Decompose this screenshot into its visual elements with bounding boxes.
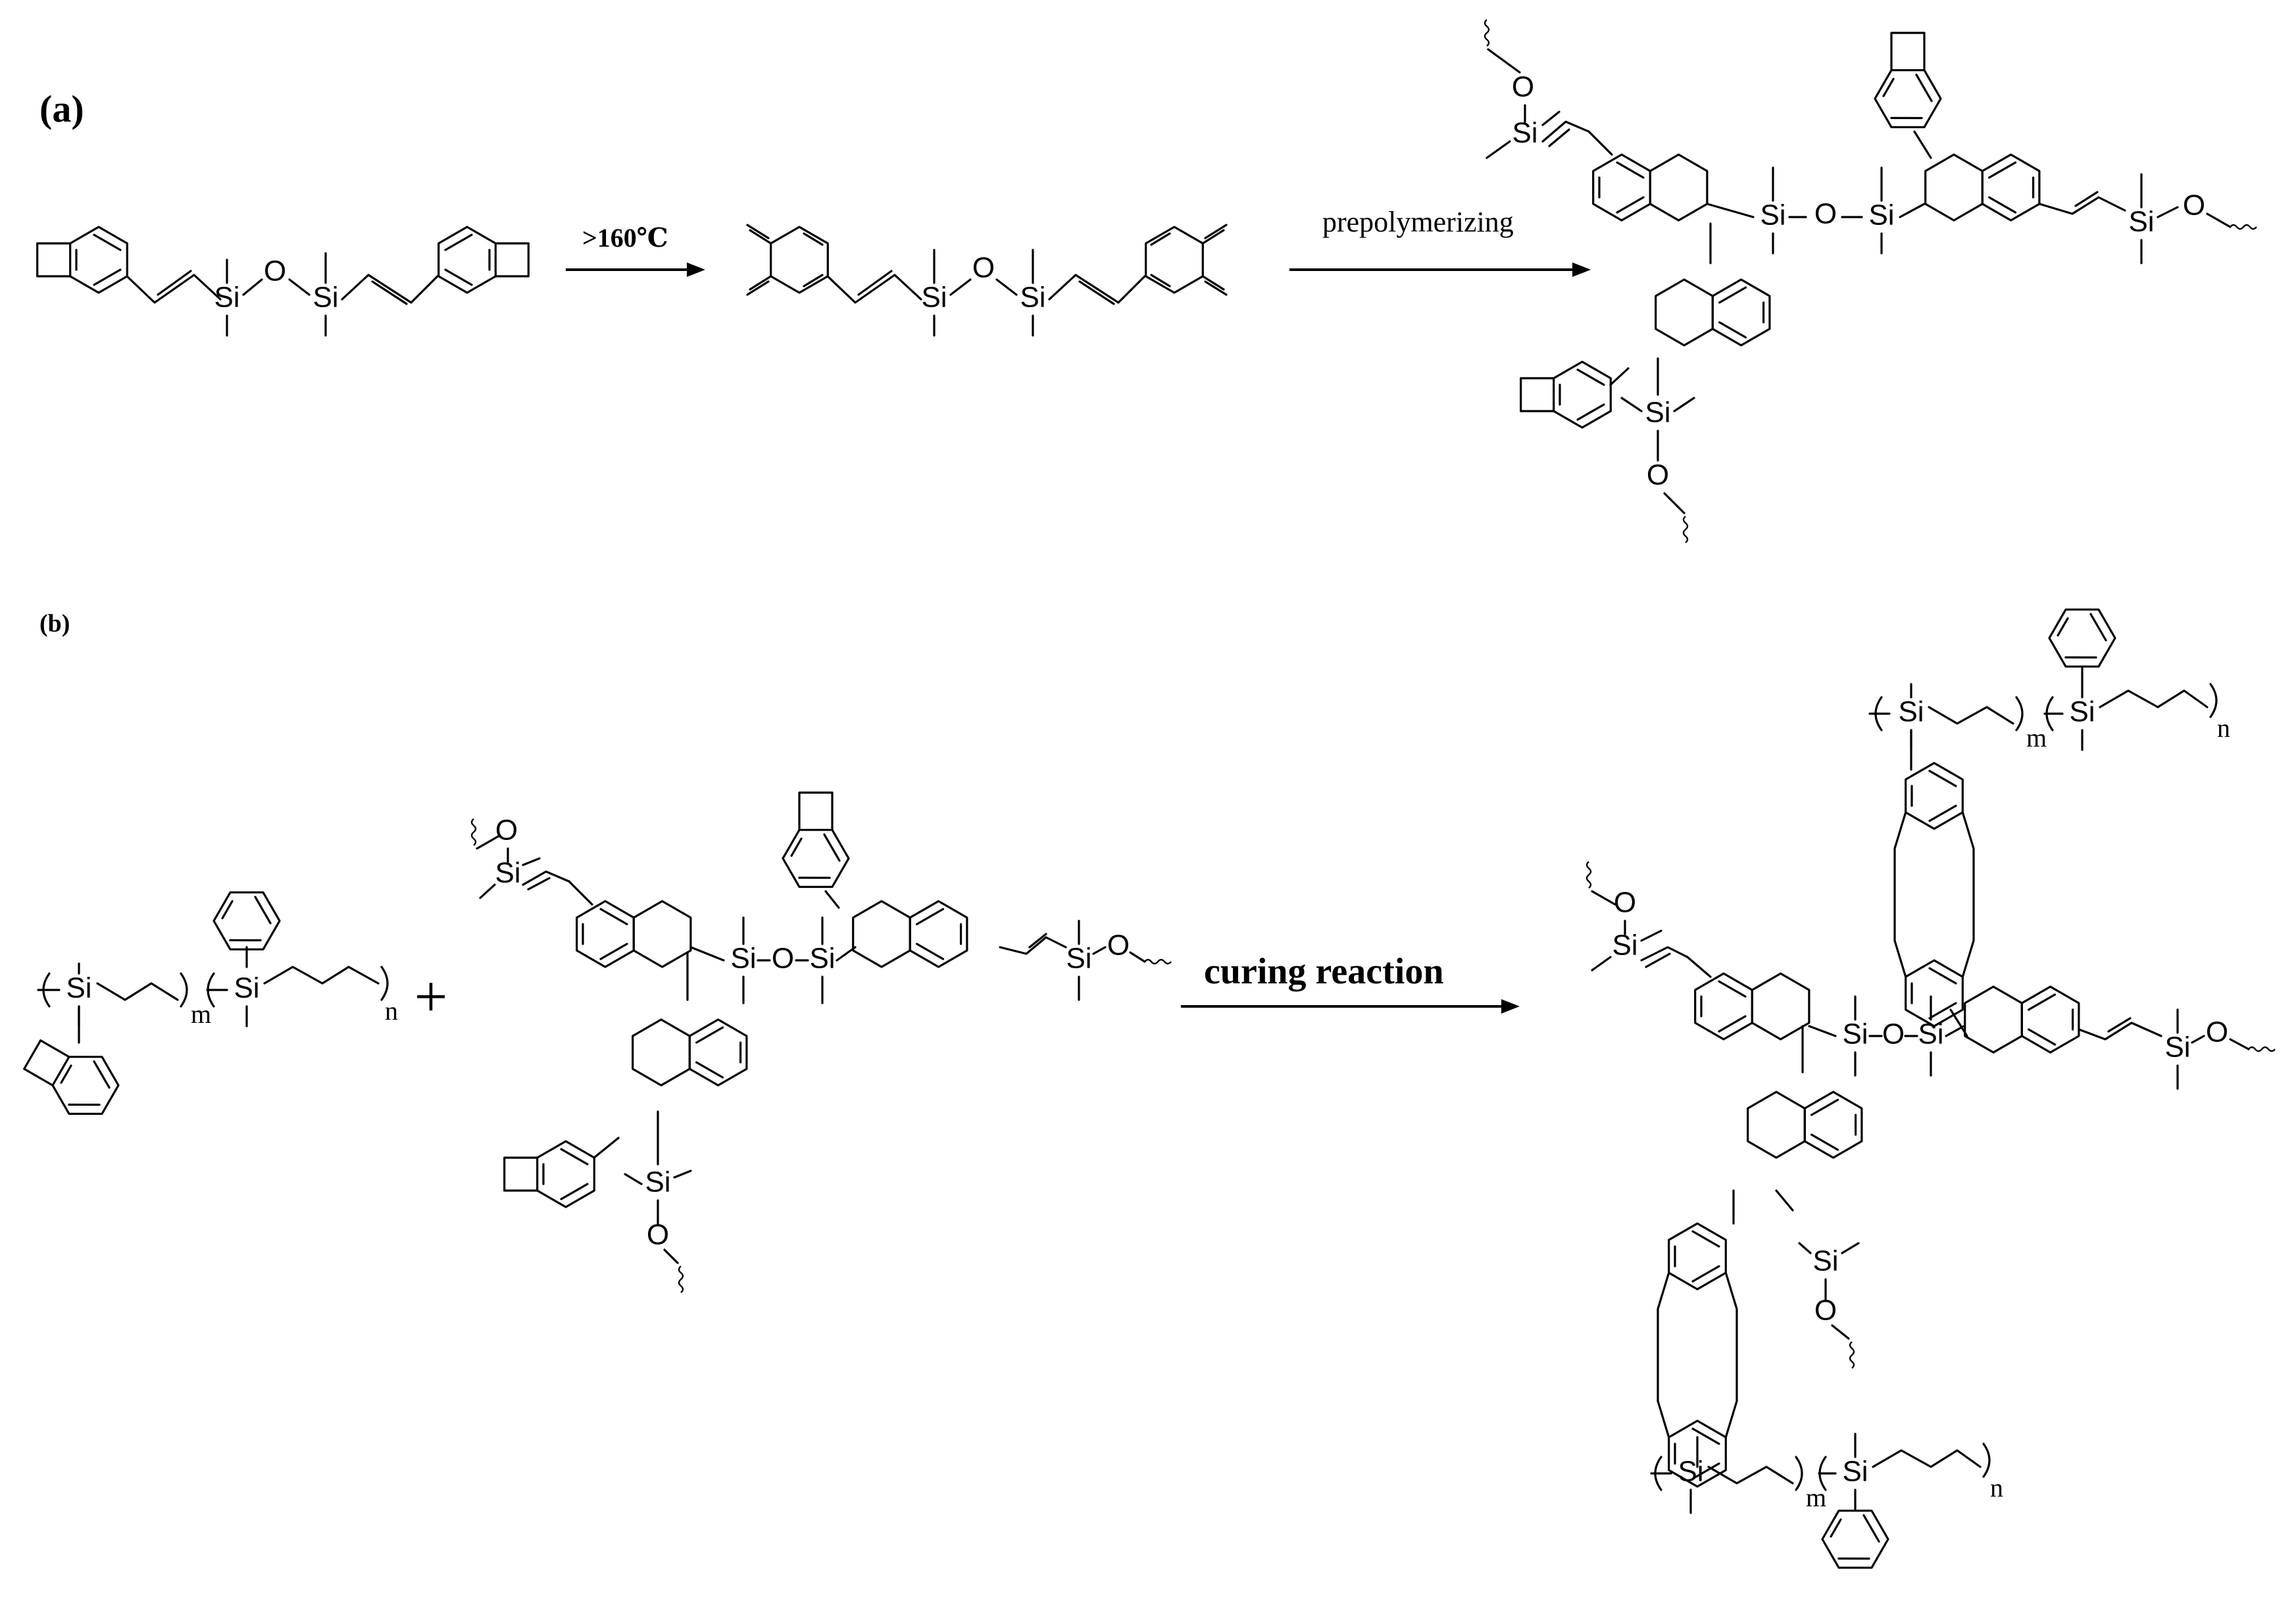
si-atom-25: Si xyxy=(1842,1456,1868,1488)
o-atom-10: O xyxy=(647,1219,669,1251)
subscript-m-1: m xyxy=(191,999,211,1029)
o-atom-9: O xyxy=(1107,929,1130,962)
si-atom-17: Si xyxy=(1898,696,1924,728)
si-atom-8: Si xyxy=(2128,206,2154,238)
si-atom-22: Si xyxy=(2164,1031,2190,1064)
plus-sign: + xyxy=(414,964,448,1029)
o-atom-6: O xyxy=(1647,459,1669,491)
condition-prepolymerizing: prepolymerizing xyxy=(1322,206,1514,238)
si-atom-19: Si xyxy=(1612,929,1637,962)
subscript-n-3: n xyxy=(1990,1473,2003,1502)
si-atom-24: Si xyxy=(1678,1456,1703,1488)
o-atom-13: O xyxy=(2206,1016,2228,1048)
si-atom-4: Si xyxy=(1020,282,1045,314)
o-atom-12: O xyxy=(1882,1018,1905,1050)
panel-a-label: (a) xyxy=(39,87,84,130)
condition-curing: curing reaction xyxy=(1204,951,1443,992)
arrow-heating: >160℃ xyxy=(566,223,705,277)
o-xylylene-intermediate: Si O Si xyxy=(746,224,1228,337)
o-atom-11: O xyxy=(1614,887,1636,919)
panel-a: (a) Si O Si >160℃ xyxy=(37,18,2258,544)
condition-temperature: >160℃ xyxy=(582,223,668,253)
si-atom-14: Si xyxy=(809,943,835,975)
o-atom-3: O xyxy=(1512,71,1534,103)
si-atom-7: Si xyxy=(1868,199,1894,232)
monomer-dvs-bisbcb: Si O Si xyxy=(37,227,529,337)
si-atom-6: Si xyxy=(1760,199,1785,232)
si-atom-20: Si xyxy=(1842,1018,1868,1050)
o-atom-1: O xyxy=(264,255,286,287)
o-atom-14: O xyxy=(1814,1295,1837,1327)
si-atom-13: Si xyxy=(730,943,756,975)
si-atom-21: Si xyxy=(1918,1018,1943,1050)
si-atom-5: Si xyxy=(1512,117,1537,149)
si-atom-1: Si xyxy=(214,282,239,314)
o-atom-4: O xyxy=(1814,198,1837,230)
subscript-n-1: n xyxy=(385,996,398,1025)
si-atom-9: Si xyxy=(1645,397,1670,429)
si-atom-10: Si xyxy=(66,972,91,1004)
si-atom-18: Si xyxy=(2069,696,2095,728)
panel-b: (b) Si m Si n + xyxy=(16,594,2276,1583)
subscript-n-2: n xyxy=(2217,713,2230,743)
o-atom-8: O xyxy=(772,943,794,975)
panel-b-label: (b) xyxy=(39,610,70,637)
si-atom-12: Si xyxy=(495,857,520,889)
cured-network-product: Si m Si n O Si xyxy=(1585,594,2276,1583)
si-atom-16: Si xyxy=(645,1166,670,1198)
o-atom-2: O xyxy=(972,252,995,284)
si-atom-23: Si xyxy=(1812,1245,1838,1277)
si-atom-3: Si xyxy=(921,282,947,314)
o-atom-5: O xyxy=(2183,189,2205,222)
prepolymer-network-b: O Si Si O Si Si xyxy=(470,793,1172,1294)
subscript-m-2: m xyxy=(2026,723,2047,752)
polycarbosilane-bcb: Si m Si n xyxy=(16,877,398,1128)
arrow-prepolymerizing: prepolymerizing xyxy=(1289,206,1591,277)
arrow-curing: curing reaction xyxy=(1181,951,1520,1014)
si-atom-11: Si xyxy=(234,972,259,1004)
si-atom-15: Si xyxy=(1066,943,1091,975)
o-atom-7: O xyxy=(495,814,518,847)
si-atom-2: Si xyxy=(312,282,338,314)
prepolymer-network-a: O Si Si O Si xyxy=(1484,18,2258,544)
